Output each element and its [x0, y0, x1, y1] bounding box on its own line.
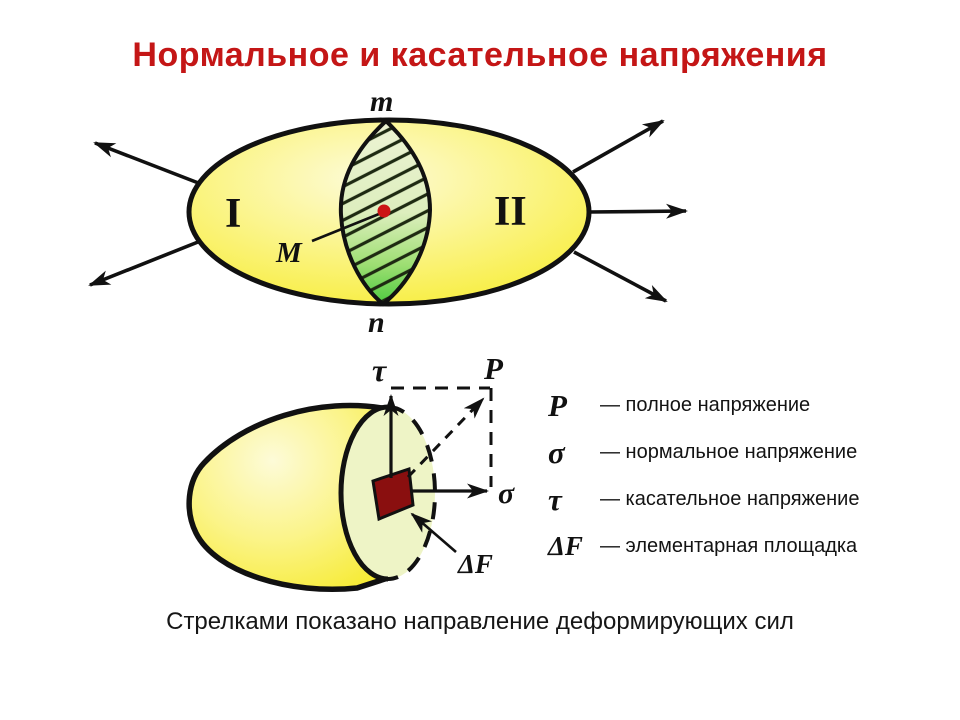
- bottom-caption: Стрелками показано направление деформиру…: [166, 608, 794, 635]
- bottom-diagram: τ P σ ΔF: [186, 351, 515, 593]
- label-n: n: [368, 306, 385, 339]
- label-M: M: [275, 237, 303, 269]
- label-P: P: [483, 351, 504, 386]
- legend-desc-sigma: — нормальное напряжение: [600, 441, 858, 463]
- point-M-pointer: [311, 212, 380, 243]
- point-M-dot: [377, 204, 391, 218]
- legend-symbol-dF: ΔF: [548, 531, 583, 561]
- legend-item-elementary-area: ΔF — элементарная площадка: [548, 523, 938, 570]
- force-arrow-right-up: [572, 119, 665, 174]
- cut-face-back-edge: [387, 405, 437, 581]
- cut-body: [186, 402, 391, 593]
- legend-item-normal-stress: σ — нормальное напряжение: [548, 429, 938, 476]
- force-arrow-right-down: [573, 250, 668, 303]
- legend-desc-dF: — элементарная площадка: [600, 535, 858, 557]
- label-part-II: II: [494, 189, 527, 235]
- label-part-I: I: [225, 191, 241, 237]
- p-vector: [406, 397, 485, 479]
- legend-desc-tau: — касательное напряжение: [600, 488, 860, 510]
- dF-pointer: [410, 512, 457, 553]
- cut-face-front-edge: [338, 404, 389, 582]
- top-diagram: m n I II M: [88, 85, 688, 339]
- force-arrow-left-down: [88, 240, 199, 287]
- legend-symbol-sigma: σ: [548, 435, 565, 470]
- legend-symbol-tau: τ: [548, 482, 562, 517]
- legend-item-full-stress: P — полное напряжение: [548, 382, 938, 429]
- label-sigma: σ: [498, 477, 515, 510]
- page-title: Нормальное и касательное напряжения: [132, 36, 828, 74]
- elementary-area: [371, 466, 415, 522]
- label-m: m: [370, 85, 393, 118]
- legend-desc-P: — полное напряжение: [600, 394, 811, 416]
- legend-item-shear-stress: τ — касательное напряжение: [548, 476, 938, 523]
- force-arrow-right-mid: [588, 203, 688, 219]
- label-tau: τ: [372, 352, 388, 388]
- legend: P — полное напряжение σ — нормальное нап…: [548, 382, 938, 570]
- label-dF: ΔF: [457, 549, 493, 579]
- legend-symbol-P: P: [548, 388, 567, 423]
- force-arrow-left-up: [93, 141, 202, 186]
